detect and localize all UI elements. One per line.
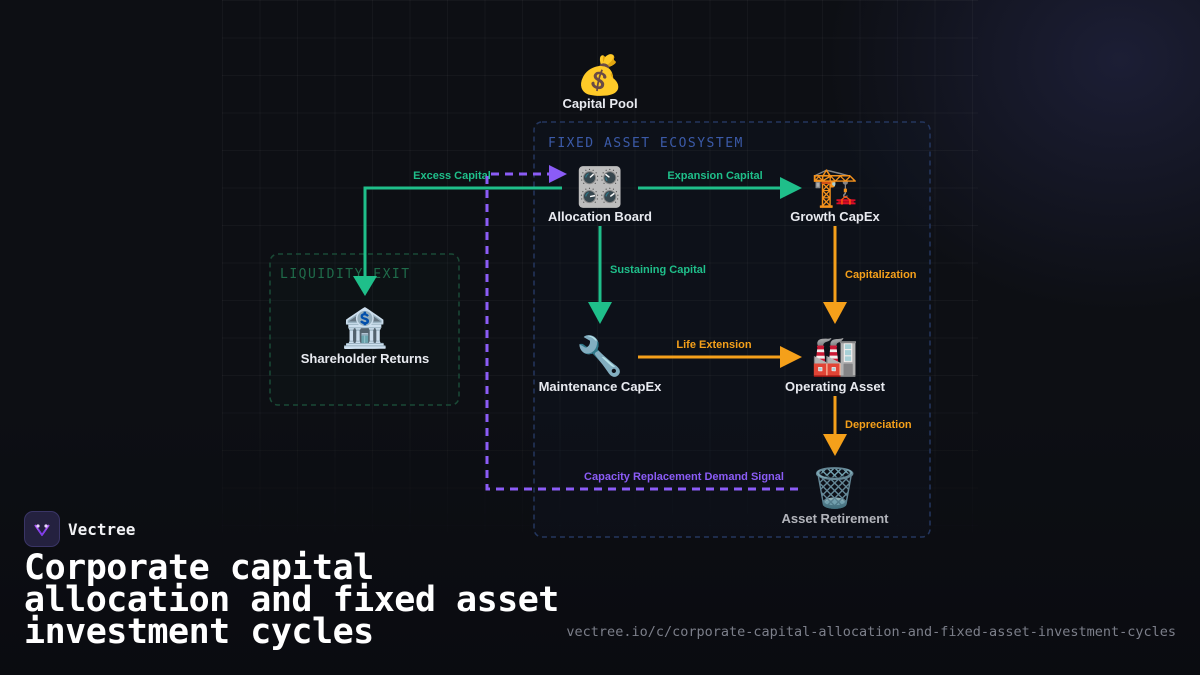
group-label-fixed-asset: FIXED ASSET ECOSYSTEM bbox=[548, 136, 744, 151]
node-capital-pool[interactable]: 💰 Capital Pool bbox=[562, 53, 637, 111]
node-label-maintenance-capex: Maintenance CapEx bbox=[539, 379, 663, 394]
edge-label-excess-capital: Excess Capital bbox=[413, 170, 491, 182]
edge-depreciation: Depreciation bbox=[823, 396, 912, 456]
factory-icon: 🏭 bbox=[811, 336, 858, 378]
node-label-growth-capex: Growth CapEx bbox=[790, 209, 880, 224]
arrowhead bbox=[780, 177, 802, 199]
page-title: Corporate capital allocation and fixed a… bbox=[24, 548, 559, 652]
edge-capacity-replacement-signal: Capacity Replacement Demand Signal bbox=[485, 165, 798, 491]
group-liquidity-exit: LIQUIDITY EXIT bbox=[269, 253, 460, 406]
node-label-shareholder-returns: Shareholder Returns bbox=[301, 351, 430, 366]
edge-excess-capital: Excess Capital bbox=[353, 170, 562, 296]
vectree-logo-icon bbox=[24, 511, 60, 547]
node-shareholder-returns[interactable]: 🏦 Shareholder Returns bbox=[301, 306, 430, 366]
control-knobs-icon: 🎛️ bbox=[576, 165, 623, 209]
money-bag-icon: 💰 bbox=[576, 53, 623, 98]
edge-label-depreciation: Depreciation bbox=[845, 419, 912, 431]
edge-sustaining-capital: Sustaining Capital bbox=[588, 226, 706, 324]
bank-icon: 🏦 bbox=[341, 306, 388, 350]
group-label-liquidity: LIQUIDITY EXIT bbox=[280, 267, 411, 282]
edge-capitalization: Capitalization bbox=[823, 226, 917, 324]
edge-label-sustaining-capital: Sustaining Capital bbox=[610, 264, 706, 276]
node-maintenance-capex[interactable]: 🔧 Maintenance CapEx bbox=[539, 333, 663, 394]
edge-life-extension: Life Extension bbox=[638, 339, 802, 368]
node-operating-asset[interactable]: 🏭 Operating Asset bbox=[785, 336, 886, 394]
brand-name: Vectree bbox=[68, 519, 136, 539]
wrench-icon: 🔧 bbox=[576, 333, 623, 378]
arrowhead bbox=[353, 276, 377, 296]
node-label-capital-pool: Capital Pool bbox=[562, 96, 637, 111]
node-label-operating-asset: Operating Asset bbox=[785, 379, 886, 394]
edge-label-capacity-signal: Capacity Replacement Demand Signal bbox=[584, 471, 784, 483]
node-allocation-board[interactable]: 🎛️ Allocation Board bbox=[548, 165, 652, 224]
node-label-allocation-board: Allocation Board bbox=[548, 209, 652, 224]
construction-crane-icon: 🏗️ bbox=[811, 167, 858, 209]
node-growth-capex[interactable]: 🏗️ Growth CapEx bbox=[790, 167, 880, 224]
node-label-asset-retirement: Asset Retirement bbox=[782, 511, 890, 526]
edge-label-life-extension: Life Extension bbox=[676, 339, 751, 351]
arrowhead bbox=[588, 302, 612, 324]
edge-label-expansion-capital: Expansion Capital bbox=[667, 170, 762, 182]
brand[interactable]: Vectree bbox=[24, 511, 136, 547]
arrowhead bbox=[780, 346, 802, 368]
edge-expansion-capital: Expansion Capital bbox=[638, 170, 802, 199]
wastebasket-icon: 🗑️ bbox=[811, 466, 858, 510]
edge-label-capitalization: Capitalization bbox=[845, 269, 917, 281]
arrowhead bbox=[823, 434, 847, 456]
arrowhead bbox=[823, 302, 847, 324]
page-url[interactable]: vectree.io/c/corporate-capital-allocatio… bbox=[566, 624, 1176, 640]
group-fixed-asset-ecosystem: FIXED ASSET ECOSYSTEM bbox=[533, 121, 931, 538]
node-asset-retirement[interactable]: 🗑️ Asset Retirement bbox=[782, 466, 890, 526]
arrowhead bbox=[549, 165, 567, 183]
